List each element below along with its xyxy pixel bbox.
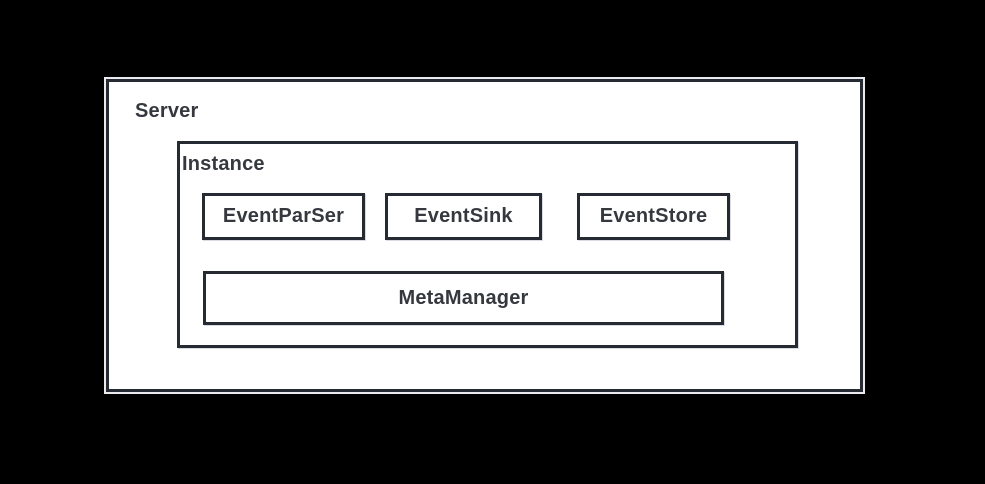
instance-container-box: Instance EventParSer EventSink EventStor… bbox=[177, 141, 798, 348]
component-label-eventparser: EventParSer bbox=[222, 205, 345, 227]
component-label-metamanager: MetaManager bbox=[398, 286, 529, 309]
server-container-box: Server Instance EventParSer EventSink Ev… bbox=[106, 79, 863, 392]
instance-label: Instance bbox=[182, 153, 265, 175]
component-box-eventstore: EventStore bbox=[577, 193, 730, 240]
component-box-eventsink: EventSink bbox=[385, 193, 542, 240]
component-label-eventsink: EventSink bbox=[414, 205, 513, 227]
component-box-metamanager: MetaManager bbox=[203, 271, 724, 325]
server-label: Server bbox=[135, 100, 199, 122]
component-label-eventstore: EventStore bbox=[599, 205, 708, 227]
component-box-eventparser: EventParSer bbox=[202, 193, 365, 240]
